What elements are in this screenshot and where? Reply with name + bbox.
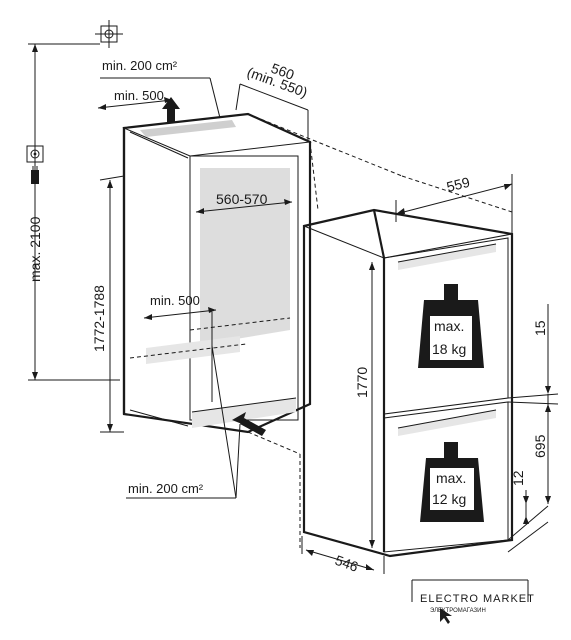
niche-width-dimension xyxy=(195,199,293,214)
niche-depth-label: 560 xyxy=(269,60,297,83)
gap-top-label: 15 xyxy=(532,320,548,336)
min-500-bottom-dimension xyxy=(143,307,217,402)
airflow-in-arrow-icon xyxy=(232,412,266,436)
upper-load-max: max. xyxy=(434,318,464,334)
watermark-logo xyxy=(411,579,529,624)
upper-load-value: 18 kg xyxy=(432,341,466,357)
airflow-up-arrow-icon xyxy=(162,97,180,122)
appliance-height-label: 1770 xyxy=(354,367,370,398)
min-500-top-dimension xyxy=(97,97,173,110)
lower-load-max: max. xyxy=(436,470,466,486)
niche-height-label: 1772-1788 xyxy=(91,285,107,352)
bottom-vent-leader xyxy=(126,345,241,499)
niche-cabinet xyxy=(122,112,312,434)
top-vent-label: min. 200 cm² xyxy=(102,58,178,73)
appliance-depth-label: 546 xyxy=(333,552,361,575)
niche-width-label: 560-570 xyxy=(216,191,268,207)
door-lower-label: 695 xyxy=(532,434,548,458)
watermark-subtitle: ЭЛЕКТРОМАГАЗИН xyxy=(430,608,486,614)
min-500-bottom-label: min. 500 xyxy=(150,293,200,308)
max-height-label: max. 2100 xyxy=(27,216,43,282)
niche-depth-dimension xyxy=(235,83,309,140)
bottom-vent-label: min. 200 cm² xyxy=(128,481,204,496)
weight-12kg-icon xyxy=(420,442,484,522)
appliance-depth-dimension xyxy=(301,536,385,574)
gap-bottom-label: 12 xyxy=(510,470,526,486)
appliance-width-dimension xyxy=(395,174,513,234)
lower-load-value: 12 kg xyxy=(432,491,466,507)
max-height-dimension xyxy=(28,43,120,381)
anchor-mark-icon xyxy=(95,20,123,48)
niche-height-dimension xyxy=(99,175,125,433)
watermark-title: ELECTRO MARKET xyxy=(420,593,535,605)
weight-18kg-icon xyxy=(418,284,484,368)
door-dimensions xyxy=(507,304,559,553)
appliance-height-dimension xyxy=(369,262,375,548)
appliance-width-label: 559 xyxy=(445,174,472,195)
min-500-top-label: min. 500 xyxy=(114,88,164,103)
